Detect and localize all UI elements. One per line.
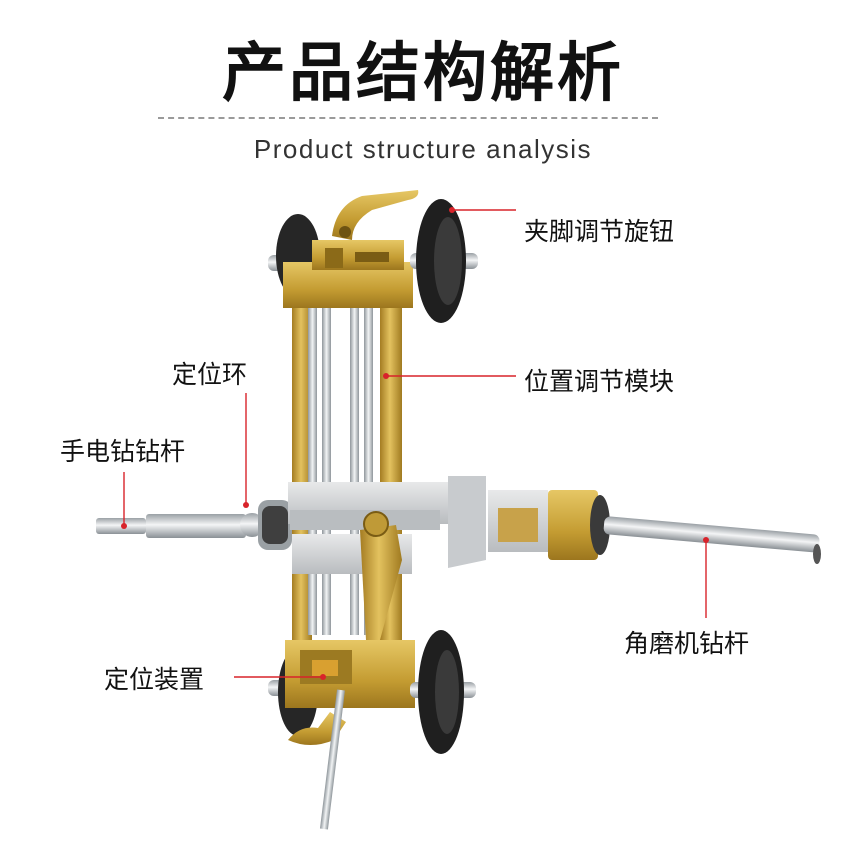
- label-clamp-knob: 夹脚调节旋钮: [524, 217, 675, 246]
- label-drill-rod: 手电钻钻杆: [60, 437, 186, 466]
- lower-clamp-block: [268, 630, 476, 830]
- drill-rod: [96, 500, 292, 550]
- leader-dot-clamp-knob: [449, 207, 455, 213]
- leader-dot-locating-device: [320, 674, 326, 680]
- label-grinder-rod: 角磨机钻杆: [624, 629, 750, 658]
- label-locating-device: 定位装置: [104, 665, 205, 694]
- leader-dot-locating-ring: [243, 502, 249, 508]
- label-position-module: 位置调节模块: [524, 367, 675, 396]
- title-divider: [158, 117, 658, 119]
- upper-clamp-block: [283, 190, 419, 308]
- leader-dot-drill-rod: [121, 523, 127, 529]
- leader-dot-position-module: [383, 373, 389, 379]
- page-subtitle: Product structure analysis: [253, 134, 593, 164]
- page-title: 产品结构解析: [222, 37, 624, 111]
- label-locating-ring: 定位环: [172, 360, 248, 389]
- grinder-rod: [488, 490, 821, 564]
- leader-dot-grinder-rod: [703, 537, 709, 543]
- middle-plate: [288, 476, 486, 640]
- clamp-knob: [410, 199, 478, 323]
